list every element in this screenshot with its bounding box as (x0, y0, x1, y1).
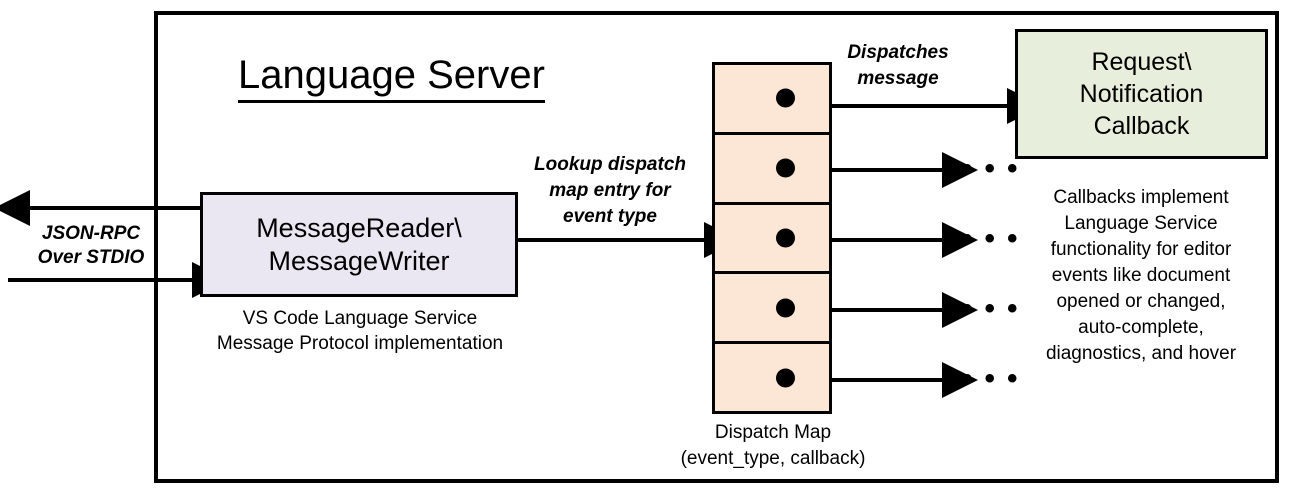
callback-dot-icon (776, 298, 795, 318)
message-reader-writer-box[interactable]: MessageReader\ MessageWriter (200, 192, 518, 297)
dispatch-map-table[interactable] (712, 62, 832, 414)
message-box-line1: MessageReader\ (256, 212, 462, 243)
dispatch-map-row-3[interactable] (715, 205, 829, 275)
lookup-label-line3: event type (563, 206, 657, 227)
dispatches-message-label: Dispatches message (838, 40, 958, 92)
jsonrpc-label-line1: JSON-RPC (41, 223, 141, 244)
dispatches-label-line2: message (857, 68, 939, 89)
callback-box-line1: Request\ (1091, 48, 1192, 76)
callback-dot-icon (776, 368, 795, 388)
callback-caption-line-3: functionality for editor (1050, 239, 1232, 260)
ellipsis-row-2: • • • (962, 152, 1021, 185)
dispatch-map-row-1[interactable] (715, 65, 829, 135)
jsonrpc-label-line2: Over STDIO (37, 247, 145, 268)
callback-caption-line-6: auto-complete, (1078, 317, 1204, 338)
dispatch-map-row-4[interactable] (715, 274, 829, 345)
callback-box-line3: Callback (1093, 112, 1190, 140)
callback-dot-icon (776, 158, 795, 178)
callback-dot-icon (776, 88, 795, 108)
message-box-caption-line2: Message Protocol implementation (216, 333, 504, 354)
callback-caption-line-2: Language Service (1064, 213, 1218, 234)
callback-caption-line-1: Callbacks implement (1053, 187, 1229, 208)
lookup-dispatch-label: Lookup dispatch map entry for event type (520, 152, 700, 230)
request-notification-callback-box[interactable]: Request\ Notification Callback (1015, 29, 1268, 159)
dispatch-map-row-5[interactable] (715, 344, 829, 411)
callback-caption-line-4: events like document (1051, 265, 1231, 286)
dispatches-label-line1: Dispatches (847, 42, 949, 63)
ellipsis-row-5: • • • (962, 362, 1021, 395)
ellipsis-row-4: • • • (962, 292, 1021, 325)
language-server-frame (154, 11, 1279, 483)
dispatch-map-row-2[interactable] (715, 135, 829, 205)
callback-box-line2: Notification (1079, 80, 1204, 108)
ellipsis-row-3: • • • (962, 222, 1021, 255)
callback-box-caption: Callbacks implement Language Service fun… (1010, 185, 1272, 367)
jsonrpc-label: JSON-RPC Over STDIO (26, 222, 156, 270)
callback-dot-icon (776, 228, 795, 248)
page-title: Language Server (238, 52, 545, 103)
message-box-caption-line1: VS Code Language Service (242, 308, 478, 329)
lookup-label-line2: map entry for (549, 180, 671, 201)
lookup-label-line1: Lookup dispatch (534, 154, 686, 175)
callback-caption-line-5: opened or changed, (1056, 291, 1226, 312)
dispatch-map-caption: Dispatch Map (event_type, callback) (648, 420, 898, 472)
dispatch-map-caption-line2: (event_type, callback) (680, 448, 866, 469)
dispatch-map-caption-line1: Dispatch Map (714, 422, 832, 443)
message-box-caption: VS Code Language Service Message Protoco… (186, 306, 534, 356)
message-box-line2: MessageWriter (268, 245, 450, 276)
callback-caption-line-7: diagnostics, and hover (1045, 343, 1237, 364)
